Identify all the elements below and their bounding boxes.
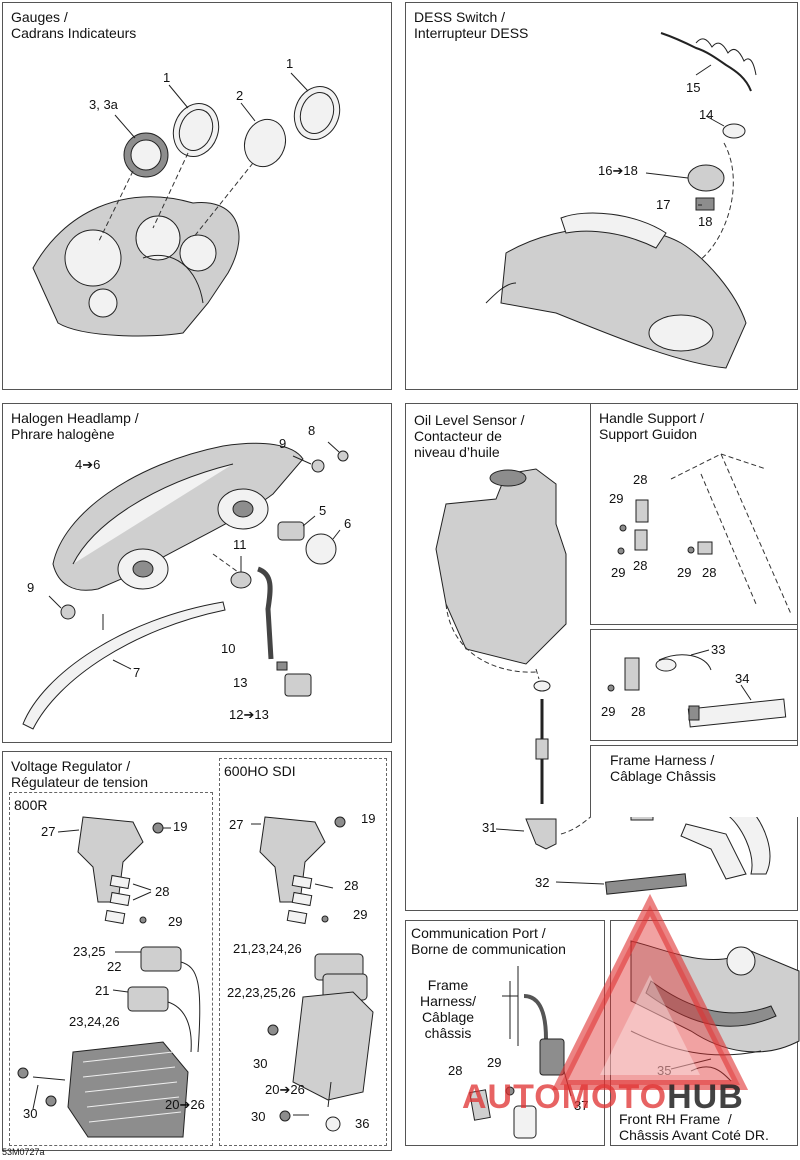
callout-7: 7 [133, 665, 141, 680]
callout-19: 19 [361, 811, 376, 826]
callout-14: 14 [699, 107, 714, 122]
variant-label: 600HO SDI [224, 763, 296, 779]
voltage-regulator-drawing [17, 816, 374, 1138]
callout-20-26: 20➔26 [165, 1097, 205, 1112]
callout-27: 27 [229, 817, 244, 832]
frame-harness-label: Frame Harness/ Câblage châssis [420, 977, 477, 1041]
panel-title: Voltage Regulator / Régulateur de tensio… [11, 758, 148, 790]
callout-1: 1 [163, 70, 171, 85]
callout-29: 29 [601, 704, 616, 719]
watermark-auto: AUTO [462, 1078, 562, 1116]
callout-27: 27 [41, 824, 56, 839]
variant-label: 800R [14, 797, 48, 813]
callout-30: 30 [251, 1109, 266, 1124]
watermark-logo: AUTOMOTOHUB [462, 1078, 744, 1117]
hardware-panel: 33 34 29 28 [590, 629, 798, 741]
callout-29: 29 [677, 565, 692, 580]
panel-title: Communication Port / Borne de communicat… [411, 925, 566, 957]
panel-title: Halogen Headlamp / Phrare halogène [11, 410, 139, 442]
dess-panel: DESS Switch / Interrupteur DESS 15 14 16… [405, 2, 798, 390]
panel-title: DESS Switch / Interrupteur DESS [414, 9, 529, 41]
callout-1: 1 [286, 56, 294, 71]
callout-18: 18 [698, 214, 713, 229]
frame-harness-panel: Frame Harness / Câblage Châssis [590, 745, 798, 817]
callout-17: 17 [656, 197, 671, 212]
callout-12-13: 12➔13 [229, 707, 269, 722]
callout-33: 33 [711, 642, 726, 657]
callout-3: 3, 3a [89, 97, 118, 112]
callout-22-23-25-26: 22,23,25,26 [227, 985, 296, 1000]
callout-28: 28 [155, 884, 170, 899]
callout-23-25: 23,25 [73, 944, 106, 959]
callout-2: 2 [236, 88, 244, 103]
panel-title: Oil Level Sensor / Contacteur de niveau … [414, 412, 525, 460]
handle-support-panel: Handle Support / Support Guidon 28 29 29… [590, 403, 798, 625]
callout-21-23-24-26: 21,23,24,26 [233, 941, 302, 956]
callout-37: 37 [574, 1098, 589, 1113]
callout-34: 34 [735, 671, 750, 686]
hardware-drawing [607, 649, 787, 728]
callout-29: 29 [611, 565, 626, 580]
callout-36: 36 [355, 1116, 370, 1131]
callout-28: 28 [448, 1063, 463, 1078]
headlamp-panel: Halogen Headlamp / Phrare halogène [2, 403, 392, 743]
callout-29: 29 [353, 907, 368, 922]
callout-28: 28 [631, 704, 646, 719]
headlamp-drawing [22, 441, 349, 730]
callout-4-6: 4➔6 [75, 457, 101, 472]
callout-23-24-26: 23,24,26 [69, 1014, 120, 1029]
handle-support-drawing [617, 453, 792, 615]
gauges-panel: Gauges / Cadrans Indicateurs 1 1 2 3, 3a [2, 2, 392, 390]
panel-title: Gauges / Cadrans Indicateurs [11, 9, 137, 41]
callout-28: 28 [633, 472, 648, 487]
callout-29: 29 [168, 914, 183, 929]
callout-30: 30 [23, 1106, 38, 1121]
panel-title: Frame Harness / Câblage Châssis [610, 752, 716, 784]
callout-31: 31 [482, 820, 497, 835]
callout-9: 9 [279, 436, 287, 451]
callout-35: 35 [657, 1063, 672, 1078]
dess-drawing [485, 32, 757, 369]
voltage-regulator-panel: Voltage Regulator / Régulateur de tensio… [2, 751, 392, 1151]
callout-8: 8 [308, 423, 316, 438]
callout-21: 21 [95, 983, 110, 998]
callout-32: 32 [535, 875, 550, 890]
callout-29: 29 [609, 491, 624, 506]
watermark-moto: MOTO [561, 1078, 668, 1116]
callout-9: 9 [27, 580, 35, 595]
gauges-drawing [32, 72, 341, 337]
reference-code: 53M0727a [2, 1147, 45, 1157]
callout-11: 11 [233, 537, 247, 552]
callout-19: 19 [173, 819, 188, 834]
callout-20-26: 20➔26 [265, 1082, 305, 1097]
callout-13: 13 [233, 675, 248, 690]
callout-10: 10 [221, 641, 236, 656]
callout-28: 28 [633, 558, 648, 573]
watermark-hub: HUB [667, 1078, 744, 1116]
callout-28: 28 [702, 565, 717, 580]
panel-title: Front RH Frame / Châssis Avant Coté DR. [619, 1111, 769, 1143]
callout-15: 15 [686, 80, 701, 95]
variant-600ho-box: 600HO SDI [219, 758, 387, 1146]
callout-30: 30 [253, 1056, 268, 1071]
callout-29: 29 [487, 1055, 502, 1070]
callout-5: 5 [319, 503, 327, 518]
callout-16-18: 16➔18 [598, 163, 638, 178]
callout-6: 6 [344, 516, 352, 531]
panel-title: Handle Support / Support Guidon [599, 410, 705, 442]
callout-28: 28 [344, 878, 359, 893]
variant-800r-box: 800R [9, 792, 213, 1146]
callout-22: 22 [107, 959, 122, 974]
